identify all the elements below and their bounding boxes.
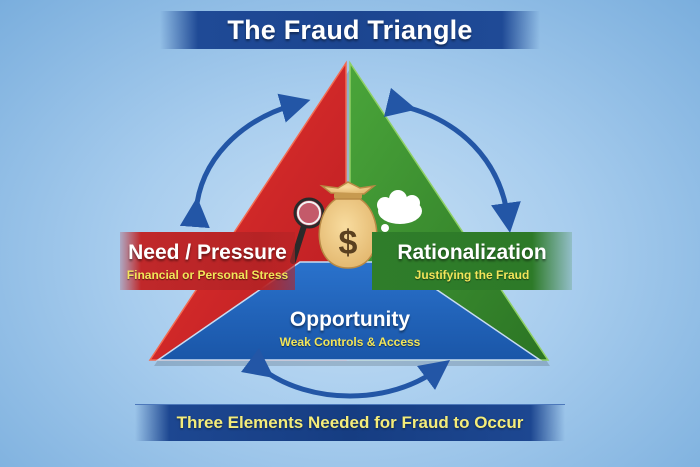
footer-caption: Three Elements Needed for Fraud to Occur: [176, 412, 524, 432]
opportunity-description: Weak Controls & Access: [279, 334, 421, 349]
footer-banner: Three Elements Needed for Fraud to Occur: [0, 403, 700, 441]
thought-bubble-icon: [376, 190, 422, 239]
opportunity-title: Opportunity: [289, 307, 411, 331]
title-bar: The Fraud Triangle: [160, 11, 540, 49]
need-pressure-label: Need / Pressure Financial or Personal St…: [120, 232, 295, 290]
left-cycle-arrow-icon: [179, 93, 311, 229]
bottom-cycle-arrow-icon: [241, 348, 451, 399]
need-pressure-title: Need / Pressure: [128, 240, 287, 264]
rationalization-label: Rationalization Justifying the Fraud: [372, 232, 572, 290]
money-bag-icon: $: [318, 181, 378, 269]
rationalization-title: Rationalization: [397, 240, 547, 264]
need-pressure-description: Financial or Personal Stress: [126, 267, 289, 282]
page-title: The Fraud Triangle: [227, 14, 473, 45]
rationalization-description: Justifying the Fraud: [414, 267, 530, 282]
svg-text:$: $: [339, 224, 358, 262]
footer-bar: Three Elements Needed for Fraud to Occur: [135, 403, 565, 441]
title-banner: The Fraud Triangle: [0, 10, 700, 50]
opportunity-label: Opportunity Weak Controls & Access: [250, 298, 450, 358]
right-cycle-arrow-icon: [383, 87, 521, 233]
